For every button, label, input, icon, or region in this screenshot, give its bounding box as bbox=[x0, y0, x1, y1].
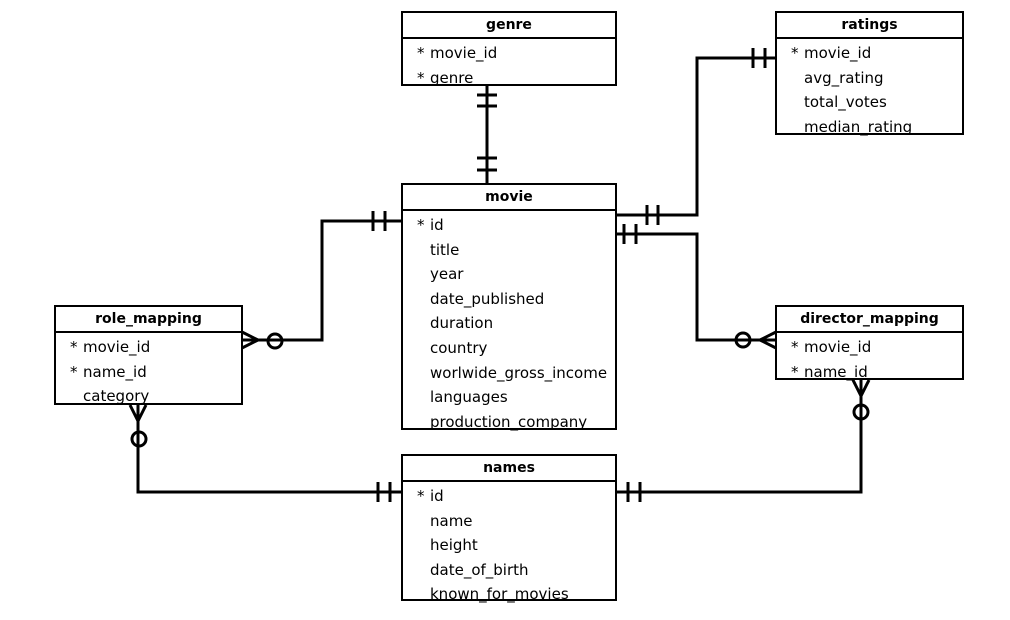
entity-field: avg_rating bbox=[777, 66, 962, 91]
field-name: worlwide_gross_income bbox=[430, 363, 608, 382]
entity-field: * id bbox=[403, 213, 615, 238]
entity-title: director_mapping bbox=[777, 307, 962, 333]
entity-field: production_company bbox=[403, 410, 615, 435]
rel-ratings-movie bbox=[617, 48, 776, 225]
field-name: country bbox=[430, 338, 488, 357]
field-list: * movie_id * name_id category bbox=[56, 333, 241, 409]
field-list: * movie_id avg_rating total_votes median_rat… bbox=[777, 39, 962, 139]
field-name: id bbox=[430, 216, 444, 234]
field-name: movie_id bbox=[430, 44, 498, 62]
field-list: * movie_id * genre bbox=[403, 39, 615, 90]
entity-field: * movie_id bbox=[403, 41, 615, 66]
field-name: genre bbox=[430, 68, 474, 87]
field-name: year bbox=[430, 265, 464, 284]
entity-title: movie bbox=[403, 185, 615, 211]
field-list: * movie_id * name_id bbox=[777, 333, 962, 384]
field-name: date_of_birth bbox=[430, 560, 529, 579]
field-name: duration bbox=[430, 314, 494, 333]
primary-key-marker: * bbox=[417, 44, 425, 62]
entity-field: median_rating bbox=[777, 115, 962, 140]
entity-role-mapping[interactable]: role_mapping * movie_id * name_id category bbox=[54, 305, 243, 405]
field-name: movie_id bbox=[83, 338, 151, 356]
field-name: production_company bbox=[430, 412, 588, 431]
entity-field: title bbox=[403, 238, 615, 263]
entity-field: name bbox=[403, 509, 615, 534]
field-name: name_id bbox=[804, 362, 868, 381]
entity-field: languages bbox=[403, 385, 615, 410]
field-name: name bbox=[430, 511, 473, 530]
entity-genre[interactable]: genre * movie_id * genre bbox=[401, 11, 617, 87]
field-name: id bbox=[430, 487, 444, 505]
field-name: movie_id bbox=[804, 338, 872, 356]
rel-movie-director-mapping bbox=[617, 224, 777, 350]
entity-field: category bbox=[56, 384, 241, 409]
rel-genre-movie bbox=[477, 86, 497, 183]
primary-key-marker: * bbox=[417, 68, 425, 87]
entity-field: * name_id bbox=[56, 360, 241, 385]
entity-field: * movie_id bbox=[777, 335, 962, 360]
primary-key-marker: * bbox=[791, 44, 799, 62]
entity-field: * movie_id bbox=[56, 335, 241, 360]
field-name: name_id bbox=[83, 362, 147, 381]
field-name: date_published bbox=[430, 289, 545, 308]
entity-field: * genre bbox=[403, 66, 615, 91]
entity-title: role_mapping bbox=[56, 307, 241, 333]
rel-movie-role-mapping bbox=[241, 211, 402, 350]
field-name: avg_rating bbox=[804, 68, 884, 87]
field-name: languages bbox=[430, 388, 508, 407]
entity-title: ratings bbox=[777, 13, 962, 39]
field-name: movie_id bbox=[804, 44, 872, 62]
field-name: total_votes bbox=[804, 93, 887, 112]
field-name: known_for_movies bbox=[430, 585, 569, 604]
primary-key-marker: * bbox=[417, 487, 425, 505]
primary-key-marker: * bbox=[70, 338, 78, 356]
entity-title: genre bbox=[403, 13, 615, 39]
rel-names-role-mapping bbox=[128, 404, 402, 502]
field-name: category bbox=[83, 387, 150, 406]
primary-key-marker: * bbox=[70, 362, 78, 381]
entity-director-mapping[interactable]: director_mapping * movie_id * name_id bbox=[775, 305, 964, 381]
entity-field: date_of_birth bbox=[403, 558, 615, 583]
entity-field: date_published bbox=[403, 287, 615, 312]
entity-movie[interactable]: movie * id title year date_published duration… bbox=[401, 183, 617, 431]
entity-field: known_for_movies bbox=[403, 582, 615, 607]
primary-key-marker: * bbox=[417, 216, 425, 234]
entity-field: country bbox=[403, 336, 615, 361]
rel-names-director-mapping bbox=[617, 379, 871, 502]
entity-names[interactable]: names * id name height date_of_birth known_fo… bbox=[401, 454, 617, 603]
entity-field: year bbox=[403, 262, 615, 287]
field-name: title bbox=[430, 240, 460, 259]
primary-key-marker: * bbox=[791, 338, 799, 356]
entity-field: height bbox=[403, 533, 615, 558]
field-name: height bbox=[430, 536, 478, 555]
entity-field: * id bbox=[403, 484, 615, 509]
entity-field: worlwide_gross_income bbox=[403, 361, 615, 386]
entity-field: total_votes bbox=[777, 90, 962, 115]
entity-field: * name_id bbox=[777, 360, 962, 385]
entity-field: * movie_id bbox=[777, 41, 962, 66]
entity-title: names bbox=[403, 456, 615, 482]
field-list: * id name height date_of_birth known_for_movi… bbox=[403, 482, 615, 607]
entity-field: duration bbox=[403, 311, 615, 336]
primary-key-marker: * bbox=[791, 362, 799, 381]
field-list: * id title year date_published duration countr… bbox=[403, 211, 615, 434]
field-name: median_rating bbox=[804, 117, 913, 136]
